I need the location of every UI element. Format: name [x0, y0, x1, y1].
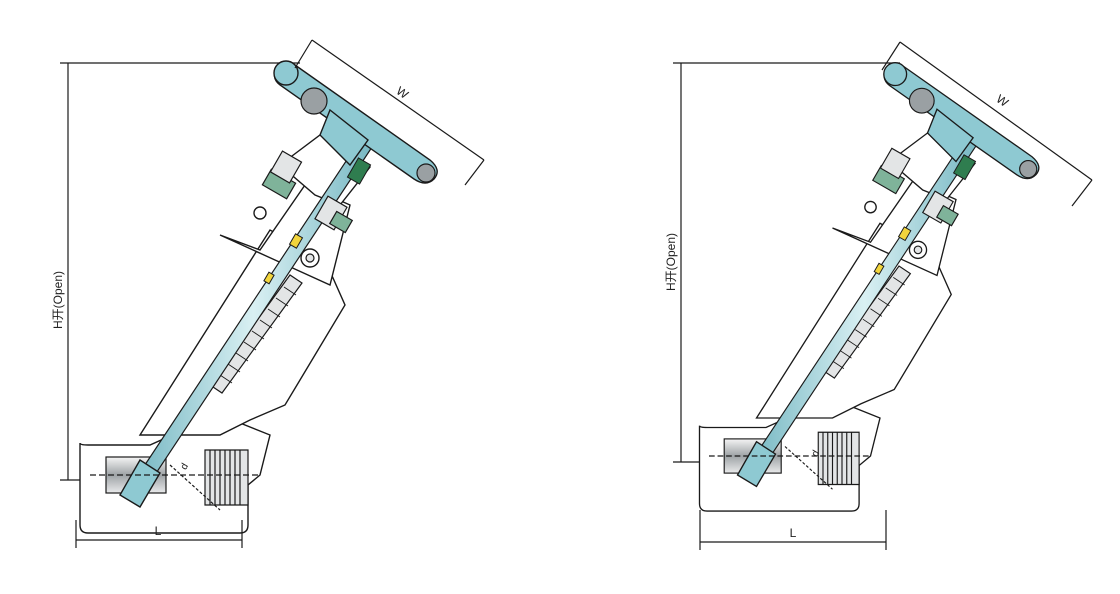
height-label-1: H开(Open)	[51, 271, 65, 329]
height-label-2: H开(Open)	[664, 233, 678, 291]
valve-figure-2: H开(Open) W L d	[664, 41, 1093, 550]
valve-body-2	[698, 62, 1040, 512]
valve-figure-1: H开(Open) W L d	[51, 39, 485, 548]
valve-body-1	[79, 60, 438, 534]
length-label-2: L	[790, 526, 797, 540]
bore-label-1: d	[179, 462, 191, 472]
length-label-1: L	[155, 524, 162, 538]
width-label-2: W	[994, 92, 1012, 110]
width-dimension-line-1	[311, 39, 485, 161]
width-dimension-line-2	[899, 41, 1093, 181]
bore-label-2: d	[810, 449, 822, 459]
